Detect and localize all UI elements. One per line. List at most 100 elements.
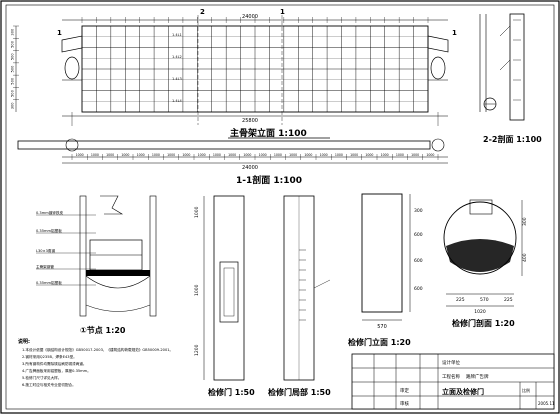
title-section-2-2: 2-2剖面 1:100 — [483, 134, 542, 144]
note-line-2: 2.钢材采用Q235B，焊条E43型。 — [22, 354, 77, 359]
left-stack-dims: 300 500 500 500 500 500 300 — [11, 25, 19, 110]
general-notes: 说明: 1.本设计依据《钢结构设计规范》GB50017-2003、《建筑结构荷载… — [18, 338, 173, 387]
bay-dim-12: 1000 — [243, 153, 251, 157]
door-height-1: 1000 — [194, 206, 200, 218]
callout-3: L30×3角钢 — [36, 248, 55, 253]
section-2-2-view — [479, 13, 525, 121]
bay-dim-9: 1000 — [198, 153, 206, 157]
right-bottom-dim-3: 225 — [504, 297, 513, 303]
door-right-dim-4: 600 — [414, 286, 423, 292]
tb-cell-project-label: 工程名称 — [442, 373, 460, 380]
left-stack-dim-7: 300 — [11, 102, 15, 110]
bay-dim-15: 1000 — [289, 153, 297, 157]
bay-dim-19: 1000 — [350, 153, 358, 157]
left-arm — [61, 35, 83, 53]
section-1-1-view: 1000 1000 1000 1000 1000 1000 1000 1000 1000 1000… — [17, 138, 448, 171]
billboard-grid — [81, 17, 429, 112]
bay-dim-20: 1000 — [365, 153, 373, 157]
bay-dim-7: 1000 — [167, 153, 175, 157]
bay-dim-18: 1000 — [335, 153, 343, 157]
main-elevation-view: 24000 2 1 1 1 300 500 500 500 500 500 300 1.4L… — [11, 8, 457, 126]
bay-dim-5: 1000 — [137, 153, 145, 157]
left-stack-dim-4: 500 — [11, 65, 15, 73]
section-mark-1-right: 1 — [452, 29, 457, 37]
note-line-6: 6.施工时应与相关专业密切配合。 — [22, 382, 76, 387]
door-height-3: 1200 — [194, 344, 200, 356]
door-partial-ticks — [299, 249, 306, 321]
callout-5: 0.35mm铝塑板 — [36, 280, 62, 285]
title-block: 设计单位 工程名称 路牌广告牌 审定 审核 立面及检修门 比例 2005.11 — [351, 353, 555, 410]
door-right-dim-3: 600 — [414, 258, 423, 264]
tb-date: 2005.11 — [538, 401, 555, 406]
section-mark-2-top: 2 — [200, 8, 205, 16]
bay-dim-3: 1000 — [106, 153, 114, 157]
tb-project-value: 路牌广告牌 — [466, 373, 489, 380]
bay-dim-17: 1000 — [320, 153, 328, 157]
door-right-dim-2: 600 — [414, 232, 423, 238]
right-side-dim-1: 300 — [522, 217, 528, 226]
right-side-dim-2: 400 — [522, 253, 528, 262]
overall-top-dim: 24000 — [242, 14, 258, 20]
right-bottom-total: 1020 — [474, 309, 486, 315]
level-label-3: 1.4L3 — [172, 77, 182, 81]
left-post — [64, 56, 80, 80]
bay-dim-23: 1000 — [411, 153, 419, 157]
right-bottom-dim-1: 225 — [456, 297, 465, 303]
door-partial-view — [283, 195, 331, 381]
tb-cell-designer: 设计单位 — [442, 359, 460, 366]
left-stack-dim-1: 300 — [11, 28, 15, 36]
callout-2: 0.35mm铝塑板 — [36, 228, 62, 233]
section-mark-1-top: 1 — [280, 8, 285, 16]
left-stack-dim-3: 500 — [11, 53, 15, 61]
section-mark-1-left: 1 — [57, 29, 62, 37]
bay-dim-2: 1000 — [91, 153, 99, 157]
note-line-5: 5.检修门尺寸详见大样。 — [22, 375, 61, 380]
bay-dim-6: 1000 — [152, 153, 160, 157]
inner-frame — [5, 4, 555, 410]
level-label-4: 1.4L4 — [172, 99, 183, 103]
right-post — [430, 56, 446, 80]
title-main-elevation: 主骨架立面 1:100 — [230, 127, 307, 139]
door-small-view: 1000 1000 1200 — [194, 195, 245, 381]
door-elevation-view: 300 600 600 600 570 — [361, 193, 423, 330]
title-door-small: 检修门 1:50 — [208, 387, 255, 397]
bay-dim-24: 1000 — [426, 153, 434, 157]
left-stack-dim-5: 500 — [11, 77, 15, 85]
notes-heading: 说明: — [18, 338, 30, 345]
bay-dim-10: 1000 — [213, 153, 221, 157]
left-stack-dim-6: 500 — [11, 89, 15, 97]
bay-dim-4: 1000 — [121, 153, 129, 157]
note-line-3: 3.所有钢构件均需除锈后刷防锈漆两道。 — [22, 361, 87, 366]
bay-dim-8: 1000 — [182, 153, 190, 157]
bay-dim-13: 1000 — [259, 153, 267, 157]
section-1-1-bay-dims: 1000 1000 1000 1000 1000 1000 1000 1000 1000 1000… — [71, 153, 439, 160]
callout-4: 主骨架钢管 — [36, 264, 54, 269]
level-label-2: 1.4L2 — [172, 55, 182, 59]
door-width-dim: 570 — [377, 324, 387, 330]
door-section-view: 225 570 225 1020 300 400 — [443, 199, 528, 315]
level-label-1: 1.4L1 — [172, 33, 182, 37]
note-line-4: 4.广告牌面板采用铝塑板，厚度0.35mm。 — [22, 368, 91, 373]
callout-1: 0.3mm镀锌铁皮 — [36, 210, 63, 215]
bay-dim-1: 1000 — [76, 153, 84, 157]
tb-cell-check: 审核 — [400, 400, 409, 407]
bay-dim-21: 1000 — [381, 153, 389, 157]
left-stack-dim-2: 500 — [11, 40, 15, 48]
note-line-1: 1.本设计依据《钢结构设计规范》GB50017-2003、《建筑结构荷载规范》G… — [22, 347, 173, 352]
bay-dim-16: 1000 — [304, 153, 312, 157]
door-right-dim-1: 300 — [414, 208, 423, 214]
title-section-1-1: 1-1剖面 1:100 — [236, 174, 302, 186]
bay-dim-11: 1000 — [228, 153, 236, 157]
tb-drawing-name: 立面及检修门 — [442, 387, 484, 396]
title-door-section: 检修门剖面 1:20 — [452, 318, 515, 328]
section-1-1-overall-dim: 24000 — [242, 165, 258, 171]
right-bottom-dim-2: 570 — [480, 297, 489, 303]
overall-bottom-dim: 25800 — [242, 118, 258, 124]
door-height-2: 1000 — [194, 284, 200, 296]
tb-cell-approve: 审定 — [400, 387, 409, 394]
